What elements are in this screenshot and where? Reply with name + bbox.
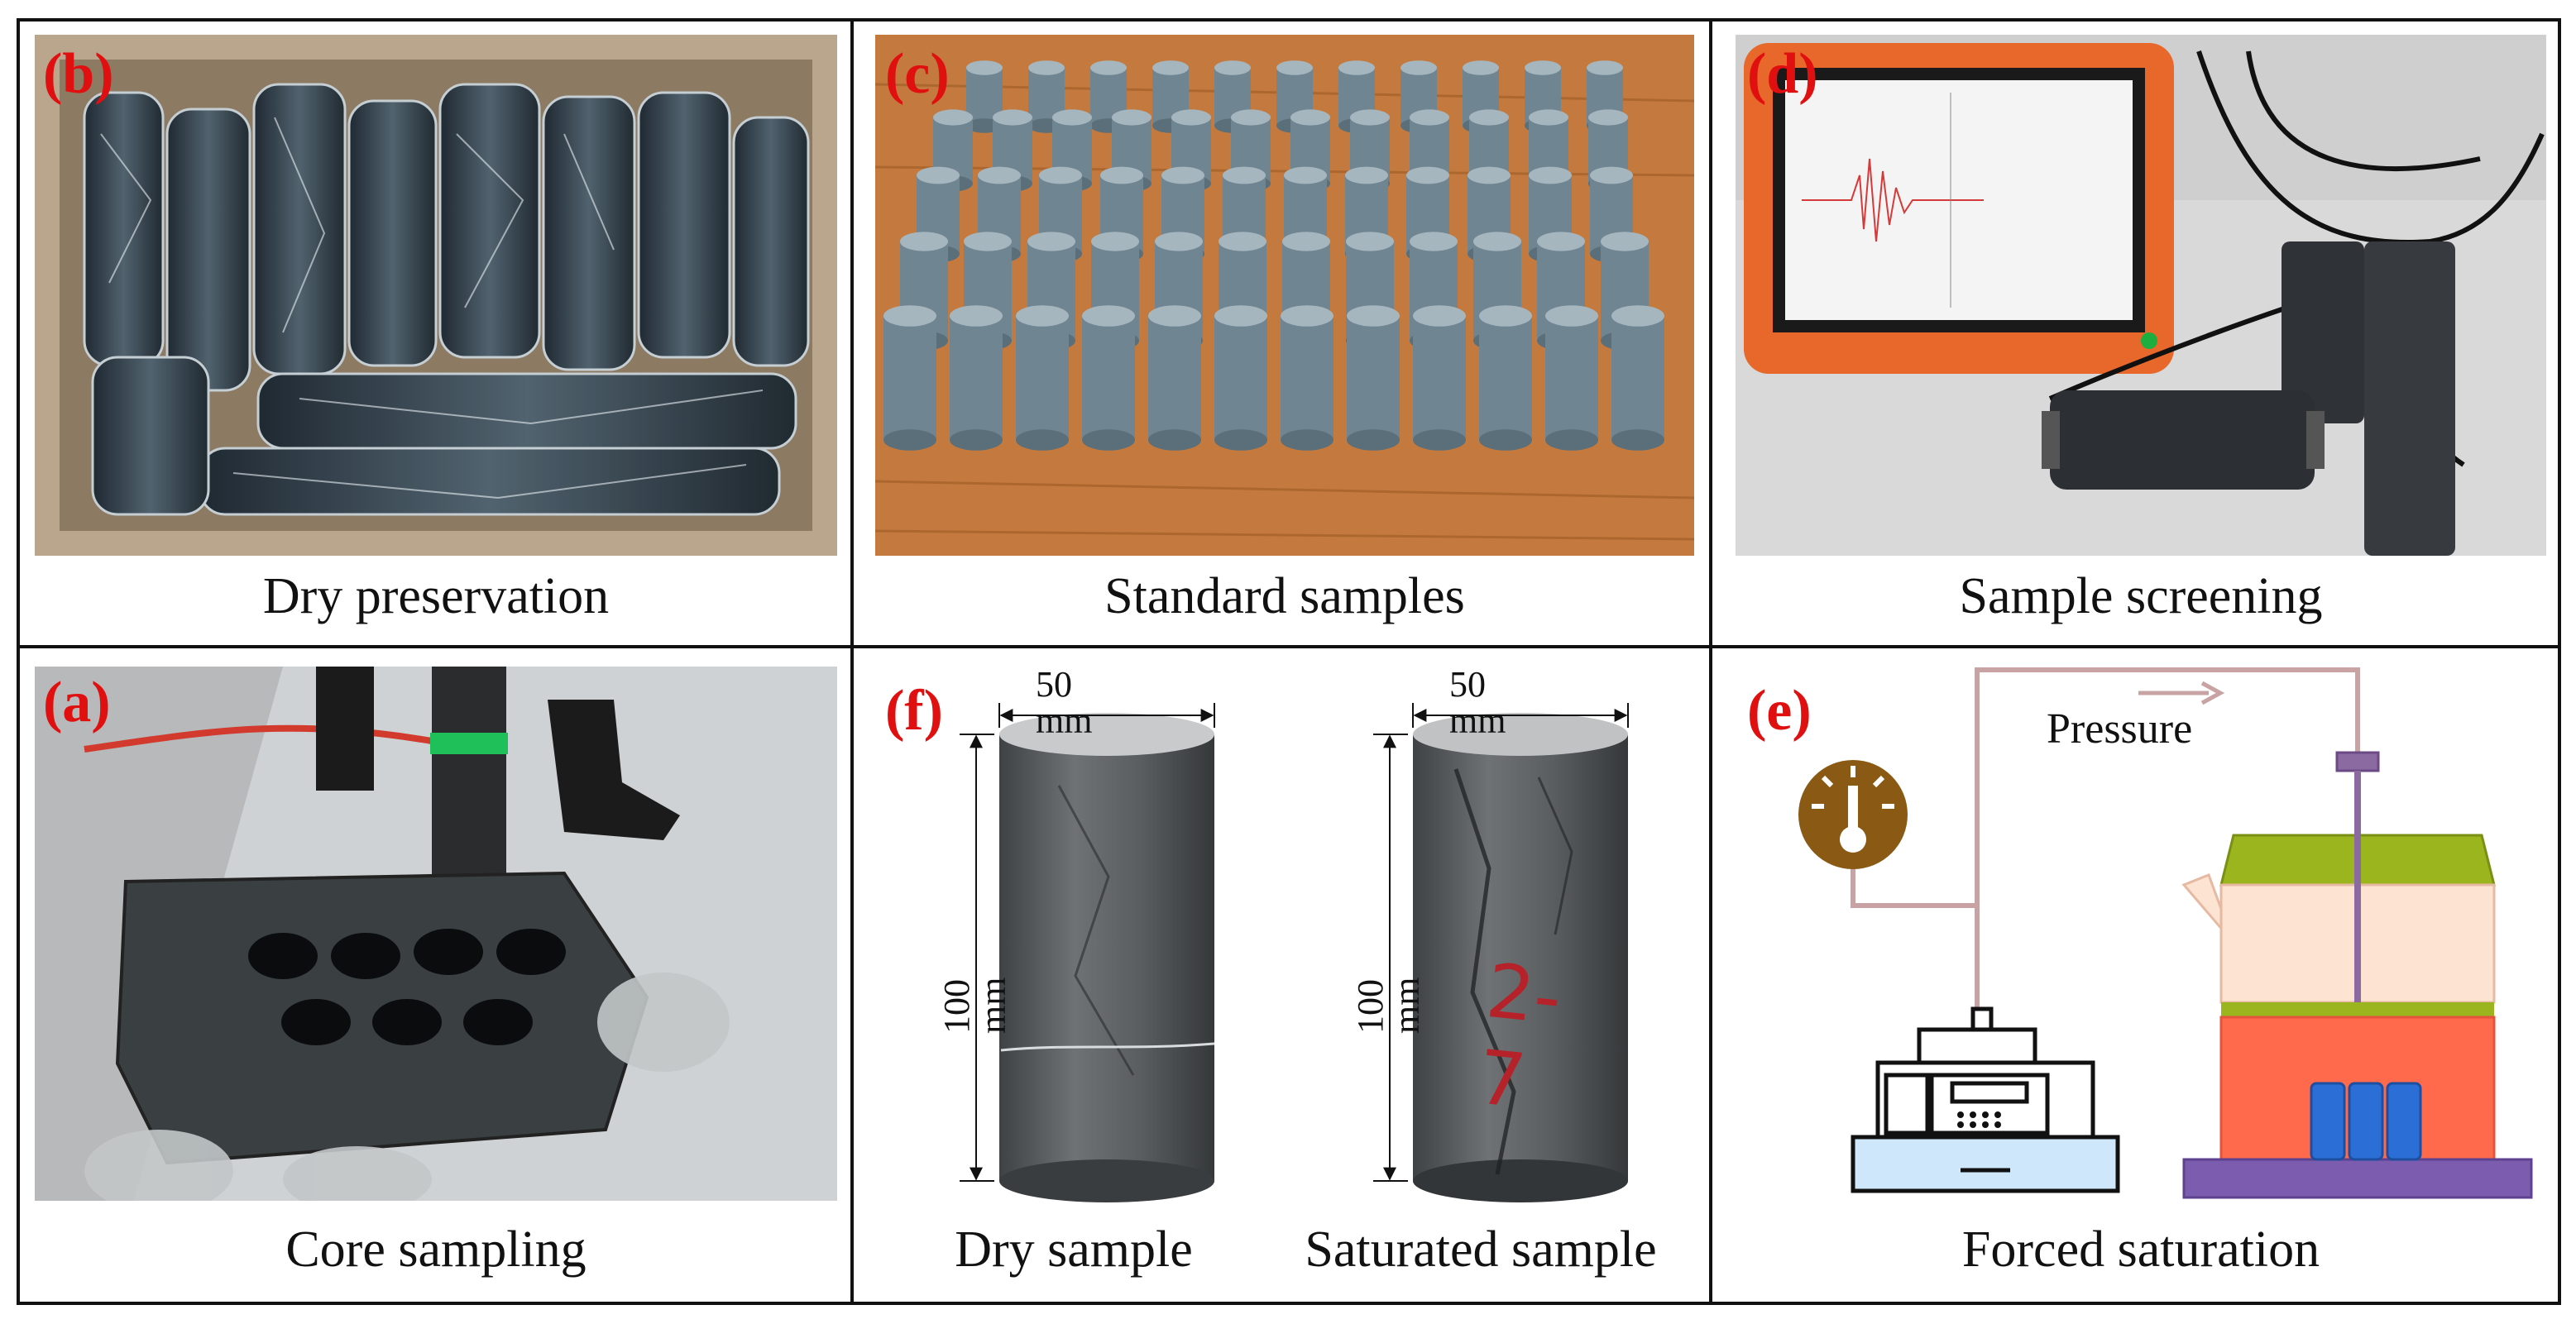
sample-screening-photo xyxy=(1736,35,2546,556)
rock-sample xyxy=(1611,305,1664,451)
panel-label-a: (a) xyxy=(43,671,111,734)
caption-d: Sample screening xyxy=(1959,568,2323,624)
divider-horizontal xyxy=(17,645,2561,648)
panel-label-f: (f) xyxy=(885,679,943,743)
caption-e: Forced saturation xyxy=(1961,1221,2320,1278)
pressure-gauge-icon xyxy=(1798,760,1908,869)
dry-width-label: 50 mm xyxy=(1036,664,1093,741)
caption-a: Core sampling xyxy=(285,1221,587,1278)
panel-label-e: (e) xyxy=(1747,679,1812,743)
caption-saturated-sample: Saturated sample xyxy=(1305,1221,1657,1278)
saturated-sample-cylinder xyxy=(1413,713,1628,1202)
rock-sample xyxy=(1347,305,1400,451)
core-sampling-photo xyxy=(35,667,837,1201)
rock-sample xyxy=(950,305,1003,451)
saturated-height-label: 100 mm xyxy=(1350,977,1427,1034)
rock-sample xyxy=(1214,305,1267,451)
dry-height-label: 100 mm xyxy=(936,977,1013,1034)
caption-c: Standard samples xyxy=(1104,568,1465,624)
divider-vertical-2 xyxy=(1709,18,1712,1305)
rock-sample xyxy=(1090,60,1127,133)
pressure-label: Pressure xyxy=(2047,705,2193,753)
panel-label-d: (d) xyxy=(1747,42,1818,106)
divider-vertical-1 xyxy=(850,18,854,1305)
saturation-vessel xyxy=(2181,751,2533,1199)
rock-sample xyxy=(1413,305,1466,451)
standard-samples-photo xyxy=(875,35,1694,556)
caption-dry-sample: Dry sample xyxy=(955,1221,1193,1278)
rock-sample xyxy=(1479,305,1532,451)
forced-saturation-diagram xyxy=(1798,667,2533,1199)
rock-sample xyxy=(1148,305,1201,451)
dry-preservation-photo xyxy=(35,35,837,556)
rock-sample xyxy=(1016,305,1069,451)
rock-sample xyxy=(1281,305,1333,451)
pipe xyxy=(1851,667,2360,1030)
sample-dimension-diagram xyxy=(960,703,1629,1202)
dry-sample-cylinder xyxy=(999,713,1215,1202)
vacuum-pump-icon xyxy=(1851,1006,2120,1193)
rock-sample xyxy=(1545,305,1598,451)
rock-sample xyxy=(1082,305,1135,451)
saturated-width-label: 50 mm xyxy=(1449,664,1506,741)
panel-label-b: (b) xyxy=(43,42,114,106)
immersed-samples xyxy=(2310,1082,2422,1161)
rock-sample xyxy=(883,305,936,451)
figure-frame xyxy=(17,18,2561,1305)
panel-label-c: (c) xyxy=(885,42,950,106)
caption-b: Dry preservation xyxy=(262,568,610,624)
